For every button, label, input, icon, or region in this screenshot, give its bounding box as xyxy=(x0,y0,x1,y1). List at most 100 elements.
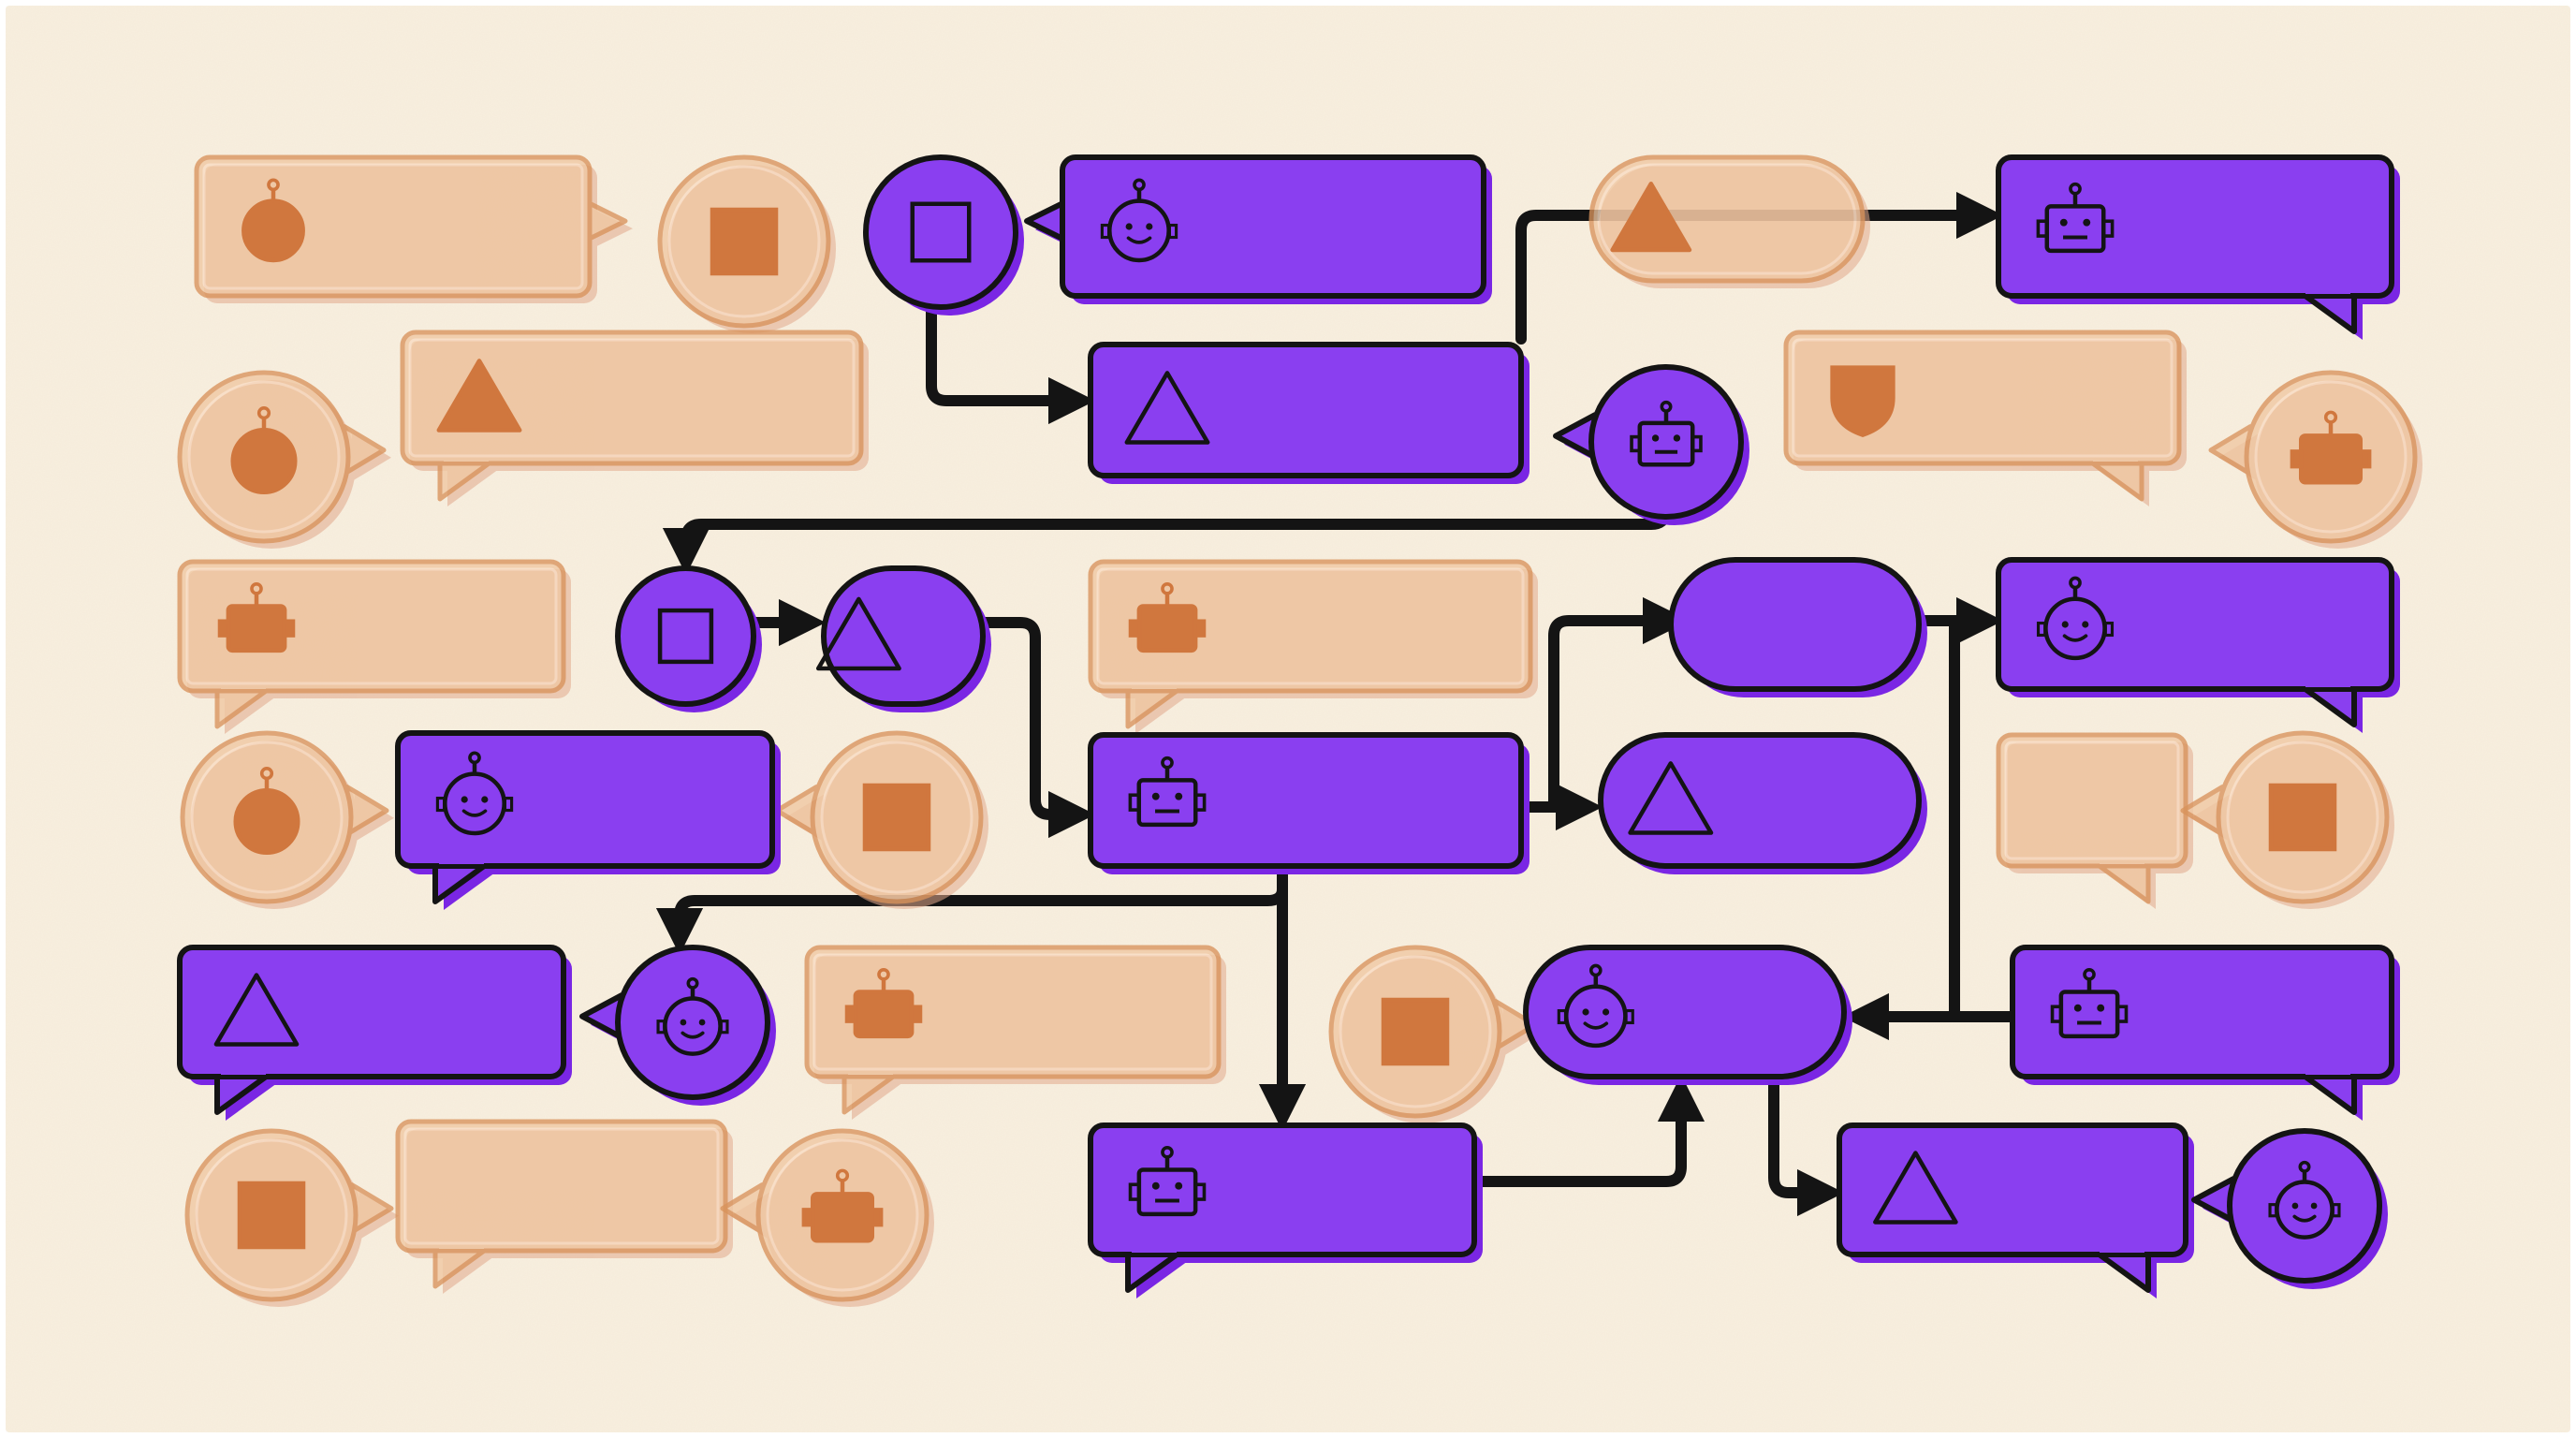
bubble-body xyxy=(2191,1128,2382,1284)
active-chat-bubble-a9 xyxy=(1996,557,2400,733)
bubble-body xyxy=(194,154,628,299)
active-round-avatar-bubble-a14 xyxy=(579,945,776,1106)
robot-face-icon xyxy=(844,967,923,1039)
bubble-body xyxy=(1088,732,1524,869)
bubble-layer xyxy=(177,154,2422,1307)
round-face-icon xyxy=(242,178,305,263)
faded-chat-bubble-f8 xyxy=(177,559,571,734)
round-face-icon xyxy=(1557,963,1634,1049)
square-icon xyxy=(657,608,714,665)
connector-a4-to-a3 xyxy=(1515,191,2004,345)
connector-a1-to-a4 xyxy=(926,247,1096,425)
faded-chat-bubble-f17 xyxy=(395,1119,733,1294)
bubble-body xyxy=(1996,732,2188,904)
square-icon xyxy=(2268,783,2337,852)
active-chat-bubble-a16 xyxy=(2010,945,2400,1121)
active-round-avatar-bubble-a1 xyxy=(863,154,1024,315)
bubble-body xyxy=(1783,330,2182,502)
faded-chat-bubble-f12 xyxy=(1996,732,2193,909)
bubble-body xyxy=(863,154,1018,310)
shield-icon xyxy=(1830,365,1895,437)
triangle-icon xyxy=(436,359,522,433)
robot-face-icon xyxy=(217,581,296,653)
square-icon xyxy=(862,783,931,852)
round-face-icon xyxy=(233,767,300,856)
bubble-body xyxy=(804,945,1222,1115)
bubble-body xyxy=(1523,945,1847,1079)
square-icon xyxy=(1381,997,1450,1066)
active-chat-bubble-a2 xyxy=(1024,154,1492,304)
bubble-body xyxy=(1088,1123,1477,1293)
connector-a15-to-a18 xyxy=(1768,1071,1845,1217)
active-chat-bubble-a11 xyxy=(1088,732,1530,874)
faded-round-avatar-bubble-f2 xyxy=(657,154,836,333)
square-icon xyxy=(710,207,779,276)
active-chat-bubble-a17 xyxy=(1088,1123,1483,1299)
faded-round-avatar-bubble-f4 xyxy=(177,370,391,549)
connector-layer xyxy=(655,191,2018,1217)
active-pill-bubble-a8 xyxy=(1668,557,1927,697)
active-chat-bubble-a3 xyxy=(1996,154,2400,340)
triangle-icon xyxy=(213,973,300,1047)
bubble-body xyxy=(395,730,775,904)
square-icon xyxy=(910,201,972,263)
active-pill-bubble-a15 xyxy=(1523,945,1852,1085)
bubble-body xyxy=(1088,342,1524,478)
faded-round-avatar-bubble-f7 xyxy=(2208,370,2422,549)
active-pill-bubble-a7 xyxy=(815,565,991,712)
robot-face-icon xyxy=(2036,182,2115,254)
round-face-icon xyxy=(656,976,729,1056)
faded-round-avatar-bubble-f18 xyxy=(720,1128,934,1307)
faded-round-avatar-bubble-f13 xyxy=(2180,730,2394,909)
robot-face-icon xyxy=(1128,1145,1207,1217)
faded-round-avatar-bubble-f15 xyxy=(1328,945,1543,1123)
robot-face-icon xyxy=(1630,400,1703,467)
round-face-icon xyxy=(2268,1160,2341,1240)
active-chat-bubble-a18 xyxy=(1837,1123,2194,1299)
robot-face-icon xyxy=(2050,967,2129,1039)
robot-face-icon xyxy=(1128,581,1207,653)
connector-a7-to-a11 xyxy=(979,617,1096,839)
bubble-body xyxy=(395,1119,728,1289)
faded-round-avatar-bubble-f10 xyxy=(180,730,394,909)
active-round-avatar-bubble-a19 xyxy=(2191,1128,2388,1289)
bubble-body xyxy=(615,565,756,707)
square-icon xyxy=(237,1181,306,1250)
bubble-body xyxy=(821,565,986,707)
active-chat-bubble-a13 xyxy=(177,945,572,1121)
bubble-body xyxy=(177,559,566,729)
round-face-icon xyxy=(1100,178,1178,263)
active-round-avatar-bubble-a6 xyxy=(615,565,762,712)
triangle-icon xyxy=(1628,761,1714,835)
active-chat-bubble-a4 xyxy=(1088,342,1530,484)
bubble-body xyxy=(1024,154,1486,299)
bubble-body xyxy=(2010,945,2394,1115)
connector-a17-to-a15 xyxy=(1469,1074,1705,1187)
faded-chat-bubble-f6 xyxy=(1783,330,2187,506)
robot-face-icon xyxy=(801,1168,884,1243)
robot-face-icon xyxy=(2290,410,2372,485)
faded-pill-bubble-f3 xyxy=(1588,154,1870,288)
triangle-icon xyxy=(1873,1151,1958,1225)
round-face-icon xyxy=(2036,576,2115,661)
bubble-body xyxy=(1996,154,2394,334)
bubble-body xyxy=(579,945,770,1100)
faded-chat-bubble-f9 xyxy=(1088,559,1538,734)
faded-round-avatar-bubble-f11 xyxy=(774,730,988,909)
active-pill-bubble-a12 xyxy=(1598,732,1927,874)
connector-a11-to-a8 xyxy=(1548,596,1690,813)
active-bubble-layer xyxy=(177,154,2400,1299)
active-round-avatar-bubble-a5 xyxy=(1553,364,1749,525)
faded-chat-bubble-f5 xyxy=(400,330,869,506)
bubble-body xyxy=(1668,557,1922,692)
triangle-icon xyxy=(1610,181,1692,253)
robot-face-icon xyxy=(1128,756,1207,828)
triangle-icon xyxy=(815,596,901,671)
bubble-body xyxy=(1996,557,2394,727)
faded-chat-bubble-f14 xyxy=(804,945,1226,1120)
round-face-icon xyxy=(230,406,298,495)
bubble-body xyxy=(1088,559,1533,729)
active-chat-bubble-a10 xyxy=(395,730,781,910)
faded-chat-bubble-f1 xyxy=(194,154,633,303)
